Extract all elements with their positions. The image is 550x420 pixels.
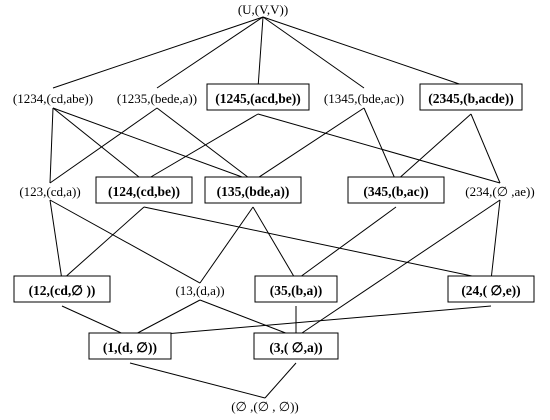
node-label-n35: (35,(b,a)) bbox=[270, 283, 323, 298]
edge-top-n2345 bbox=[262, 16, 472, 89]
node-label-n1: (1,(d, ∅)) bbox=[103, 340, 157, 355]
node-n1234: (1234,(cd,abe)) bbox=[13, 91, 93, 106]
node-label-n12: (12,(cd,∅ )) bbox=[29, 283, 96, 298]
node-top: (U,(V,V)) bbox=[238, 2, 288, 17]
node-label-n13: (13,(d,a)) bbox=[175, 283, 224, 298]
edge-n13-n1 bbox=[129, 299, 201, 338]
edge-n2345-n345 bbox=[395, 113, 472, 182]
node-box-n12 bbox=[13, 275, 111, 303]
node-label-n135: (135,(bde,a)) bbox=[217, 184, 290, 199]
node-label-n1345: (1345,(bde,ac)) bbox=[324, 91, 404, 106]
node-label-n3: (3,( ∅,a)) bbox=[269, 340, 322, 355]
node-n2345: (2345,(b,acde)) bbox=[419, 83, 523, 111]
edge-n1235-n135 bbox=[156, 107, 254, 182]
edge-top-n1235 bbox=[156, 16, 264, 89]
lattice-edges bbox=[49, 16, 501, 399]
node-label-n1235: (1235,(bede,a)) bbox=[117, 91, 197, 106]
node-label-n123: (123,(cd,a)) bbox=[19, 184, 80, 199]
edge-top-n1345 bbox=[262, 16, 365, 89]
edge-n234-n24 bbox=[490, 199, 501, 281]
node-label-n1234: (1234,(cd,abe)) bbox=[13, 91, 93, 106]
node-n234: (234,(∅ ,ae)) bbox=[465, 184, 534, 199]
node-n123: (123,(cd,a)) bbox=[19, 184, 80, 199]
node-n1235: (1235,(bede,a)) bbox=[117, 91, 197, 106]
edge-n123-n12 bbox=[49, 199, 63, 281]
edge-n1245-n234 bbox=[257, 113, 501, 184]
node-n1345: (1345,(bde,ac)) bbox=[324, 91, 404, 106]
edge-n135-n35 bbox=[252, 206, 297, 281]
edge-n12-n1 bbox=[61, 305, 131, 338]
node-n135: (135,(bde,a)) bbox=[204, 176, 302, 204]
node-box-n1245 bbox=[206, 83, 310, 111]
node-n12: (12,(cd,∅ )) bbox=[13, 275, 111, 303]
edge-top-n1245 bbox=[257, 16, 264, 89]
edge-n2345-n234 bbox=[470, 113, 501, 184]
edge-top-n1234 bbox=[52, 16, 264, 89]
edge-n1345-n135 bbox=[252, 107, 365, 182]
node-n1245: (1245,(acd,be)) bbox=[206, 83, 310, 111]
node-label-n2345: (2345,(b,acde)) bbox=[428, 91, 513, 106]
node-box-n135 bbox=[204, 176, 302, 204]
edge-n3-bottom bbox=[264, 362, 297, 399]
node-label-n234: (234,(∅ ,ae)) bbox=[465, 184, 534, 199]
edge-n1234-n123 bbox=[49, 107, 54, 184]
node-label-n1245: (1245,(acd,be)) bbox=[215, 91, 300, 106]
edge-n124-n12 bbox=[61, 206, 145, 281]
edge-n1-bottom bbox=[129, 362, 266, 399]
node-n124: (124,(cd,be)) bbox=[95, 176, 193, 204]
node-label-bottom: (∅ ,(∅ , ∅)) bbox=[231, 399, 299, 414]
node-label-n124: (124,(cd,be)) bbox=[108, 184, 180, 199]
node-n24: (24,( ∅,e)) bbox=[447, 275, 535, 303]
edge-n13-n3 bbox=[199, 299, 297, 338]
edge-n135-n13 bbox=[199, 206, 254, 284]
node-box-n35 bbox=[254, 275, 338, 303]
node-box-n1 bbox=[88, 332, 172, 360]
node-n345: (345,(b,ac)) bbox=[347, 176, 445, 204]
edge-n1245-n124 bbox=[143, 113, 259, 182]
lattice-nodes: (U,(V,V)) (1234,(cd,abe)) (1235,(bede,a)) (… bbox=[13, 2, 535, 414]
node-label-n345: (345,(b,ac)) bbox=[363, 184, 428, 199]
edge-n1235-n123 bbox=[49, 107, 158, 184]
node-n13: (13,(d,a)) bbox=[175, 283, 224, 298]
edge-n345-n35 bbox=[295, 206, 397, 281]
node-n1: (1,(d, ∅)) bbox=[88, 332, 172, 360]
node-n35: (35,(b,a)) bbox=[254, 275, 338, 303]
edge-n1234-n135 bbox=[52, 107, 254, 182]
edge-n1345-n345 bbox=[363, 107, 397, 182]
node-label-n24: (24,( ∅,e)) bbox=[461, 283, 520, 298]
node-label-top: (U,(V,V)) bbox=[238, 2, 288, 17]
node-n3: (3,( ∅,a)) bbox=[253, 332, 339, 360]
edge-n24-n1 bbox=[129, 305, 492, 338]
edge-n234-n3 bbox=[295, 199, 501, 338]
edge-n123-n13 bbox=[49, 199, 201, 284]
node-box-n124 bbox=[95, 176, 193, 204]
node-box-n3 bbox=[253, 332, 339, 360]
node-box-n2345 bbox=[419, 83, 523, 111]
node-box-n345 bbox=[347, 176, 445, 204]
edge-n124-n24 bbox=[143, 206, 492, 281]
node-bottom: (∅ ,(∅ , ∅)) bbox=[231, 399, 299, 414]
node-box-n24 bbox=[447, 275, 535, 303]
edge-n1234-n124 bbox=[52, 107, 145, 182]
